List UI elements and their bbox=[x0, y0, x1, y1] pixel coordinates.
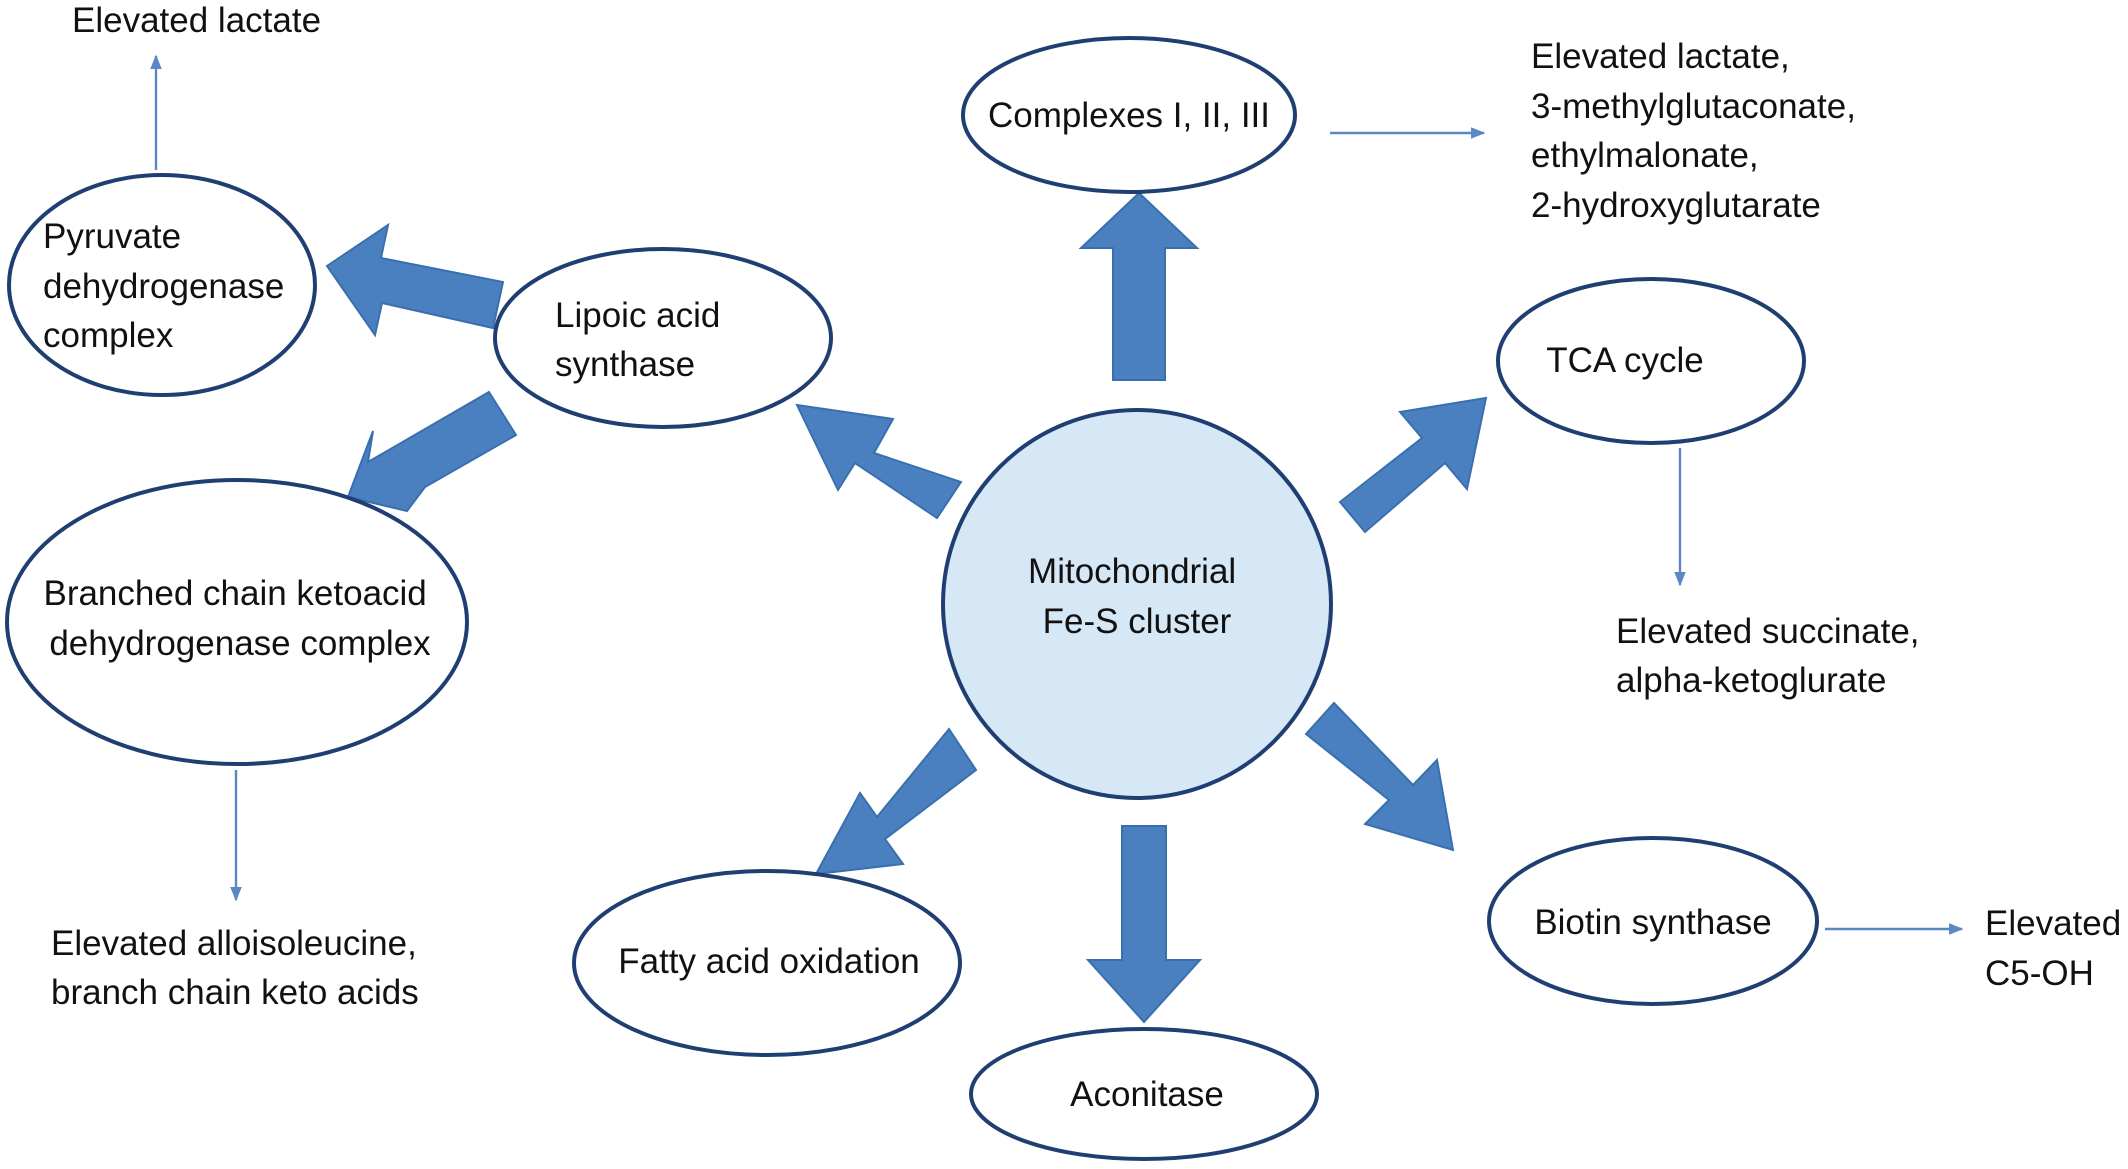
block-arrow-to-biotin-synthase bbox=[1304, 701, 1455, 852]
complexes-node-label: Complexes I, II, III bbox=[988, 96, 1270, 135]
lipoic-acid-synthase-node-label: Lipoic acid synthase bbox=[555, 296, 730, 384]
block-arrow-to-lipoic-acid-synthase bbox=[795, 403, 963, 520]
block-arrow-to-tca-cycle bbox=[1338, 396, 1488, 534]
center-node-circle bbox=[941, 408, 1333, 800]
outcome-tca-label: Elevated succinate, alpha-ketoglurate bbox=[1616, 612, 1929, 700]
block-arrow-to-branched-chain bbox=[346, 390, 518, 513]
tca-cycle-node-label: TCA cycle bbox=[1546, 341, 1704, 380]
pyruvate-dehydrogenase-node-label: Pyruvate dehydrogenase complex bbox=[43, 217, 294, 355]
block-arrow-to-pyruvate-dehydrogenase bbox=[325, 222, 505, 338]
biotin-synthase-node-label: Biotin synthase bbox=[1534, 903, 1771, 942]
block-arrow-to-aconitase bbox=[1085, 825, 1203, 1024]
center-node-label: Mitochondrial Fe-S cluster bbox=[1028, 552, 1246, 641]
lipoic-acid-synthase-node-ellipse bbox=[493, 247, 833, 429]
outcome-bckdh-label: Elevated alloisoleucine, branch chain ke… bbox=[51, 924, 427, 1012]
biotin-synthase-node-ellipse bbox=[1487, 836, 1819, 1006]
block-arrow-to-fatty-acid-oxidation bbox=[814, 727, 978, 876]
aconitase-node-label: Aconitase bbox=[1070, 1075, 1224, 1114]
branched-chain-node-ellipse bbox=[5, 478, 469, 766]
block-arrow-to-complexes bbox=[1078, 191, 1200, 381]
fatty-acid-oxidation-node-ellipse bbox=[572, 869, 962, 1057]
complexes-node-ellipse bbox=[961, 36, 1297, 194]
outcome-biotin-label: Elevated C5-OH bbox=[1985, 904, 2128, 993]
fatty-acid-oxidation-node-label: Fatty acid oxidation bbox=[618, 942, 920, 981]
tca-cycle-node-ellipse bbox=[1496, 277, 1806, 445]
outcome-complexes-label: Elevated lactate, 3-methylglutaconate, e… bbox=[1531, 37, 1866, 225]
outcome-pdh-label: Elevated lactate bbox=[72, 1, 321, 40]
aconitase-node-ellipse bbox=[969, 1027, 1319, 1161]
branched-chain-node-label: Branched chain ketoacid dehydrogenase co… bbox=[43, 574, 436, 663]
pyruvate-dehydrogenase-node-ellipse bbox=[7, 173, 317, 397]
